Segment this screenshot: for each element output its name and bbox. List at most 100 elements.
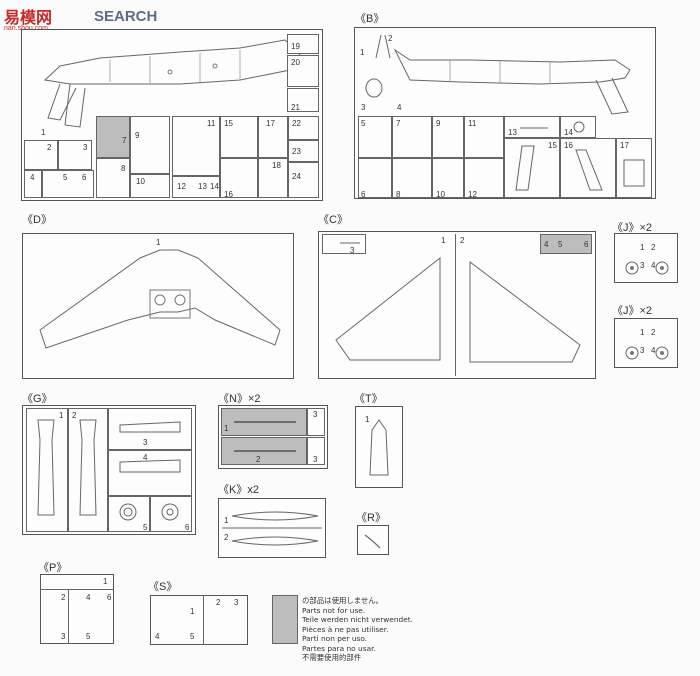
a-cell-18 <box>258 158 288 198</box>
site-logo[interactable]: 易模网 <box>4 4 52 28</box>
b-cell-12 <box>464 158 504 198</box>
c-num-1: 1 <box>441 236 446 245</box>
n-cell-3b <box>307 437 325 465</box>
notice-swatch-gray <box>272 595 298 644</box>
b-num-1: 1 <box>360 48 365 57</box>
c-cell-4-6-gray <box>540 234 592 254</box>
section-d-label: 《D》 <box>22 214 52 226</box>
p-col-divider <box>68 589 69 644</box>
a-cell-20 <box>287 55 319 87</box>
a-cell-8 <box>96 158 130 198</box>
n-cell-3a <box>307 408 325 436</box>
a-num-10: 10 <box>136 177 145 186</box>
b-cell-8 <box>392 158 432 198</box>
a-cell-22 <box>288 116 319 140</box>
sprue-j1-frame <box>614 233 678 283</box>
s-num-5: 5 <box>190 632 195 641</box>
b-num-12: 12 <box>468 190 477 199</box>
c-num-6: 6 <box>584 240 589 249</box>
a-cell-11 <box>172 116 220 176</box>
sprue-d-frame <box>22 233 294 379</box>
a-num-5: 5 <box>63 173 68 182</box>
a-num-19: 19 <box>291 42 300 51</box>
b-cell-7 <box>392 116 432 158</box>
a-cell-24 <box>288 162 319 198</box>
b-cell-6 <box>358 158 392 198</box>
sprue-r-frame <box>357 525 389 555</box>
g-cell-3 <box>108 408 192 450</box>
b-cell-10 <box>432 158 464 198</box>
a-cell-21 <box>287 88 319 112</box>
a-cell-16 <box>220 158 258 198</box>
s-num-2: 2 <box>216 598 221 607</box>
d-num-1: 1 <box>156 238 161 247</box>
a-cell-23 <box>288 140 319 162</box>
a-num-13: 13 <box>198 182 207 191</box>
notice-line-it: Parti non per uso. <box>302 634 368 643</box>
n-num-1: 1 <box>224 424 229 433</box>
section-g-label: 《G》 <box>22 393 53 405</box>
b-num-8: 8 <box>396 190 401 199</box>
sprue-s-frame <box>150 595 248 645</box>
a-num-23: 23 <box>292 147 301 156</box>
j2-num-3: 3 <box>640 346 645 355</box>
n-num-3b: 3 <box>313 455 318 464</box>
a-cell-5-6 <box>42 170 94 198</box>
p-num-6: 6 <box>107 593 112 602</box>
sprue-c-frame <box>318 231 596 379</box>
g-num-5: 5 <box>143 523 148 532</box>
g-cell-2 <box>68 408 108 532</box>
a-num-2: 2 <box>47 143 52 152</box>
s-num-1: 1 <box>190 607 195 616</box>
c-cell-3 <box>322 234 366 254</box>
notice-line-es: Partes para no usar. <box>302 643 376 653</box>
notice-line-fr: Pièces à ne pas utiliser. <box>302 624 389 634</box>
k-num-2: 2 <box>224 533 229 542</box>
section-s-label: 《S》 <box>148 581 178 593</box>
a-num-17: 17 <box>266 119 275 128</box>
section-j2-label: 《J》×2 <box>612 305 653 317</box>
g-cell-1 <box>26 408 68 532</box>
b-num-16: 16 <box>564 141 573 150</box>
c-num-2: 2 <box>460 236 465 245</box>
b-cell-9 <box>432 116 464 158</box>
g-cell-4 <box>108 450 192 496</box>
b-num-9: 9 <box>436 119 441 128</box>
section-b-label: 《B》 <box>355 13 385 25</box>
b-num-10: 10 <box>436 190 445 199</box>
a-num-8: 8 <box>121 164 126 173</box>
a-cell-7-gray <box>96 116 130 158</box>
a-num-22: 22 <box>292 119 301 128</box>
b-num-7: 7 <box>396 119 401 128</box>
sprue-j2-frame <box>614 318 678 368</box>
b-cell-11 <box>464 116 504 158</box>
notice-text: の部品は使用しません。 Parts not for use. Teile wer… <box>302 596 413 663</box>
logo-chinese-text: 易模网 <box>4 8 53 27</box>
section-k-label: 《K》x2 <box>218 484 259 496</box>
logo-search-text: SEARCH <box>94 8 158 25</box>
notice-line-jp: の部品は使用しません。 <box>302 596 384 605</box>
c-num-4: 4 <box>544 240 549 249</box>
a-num-9: 9 <box>135 131 140 140</box>
c-num-3: 3 <box>350 246 355 255</box>
a-cell-4 <box>24 170 42 198</box>
k-num-1: 1 <box>224 516 229 525</box>
p-divider <box>40 589 114 590</box>
b-num-11: 11 <box>468 119 477 128</box>
c-num-5: 5 <box>558 240 563 249</box>
logo-url: nan.shou.com <box>4 25 48 32</box>
a-num-21: 21 <box>291 103 300 112</box>
a-num-3: 3 <box>83 143 88 152</box>
a-num-14: 14 <box>210 182 219 191</box>
g-num-1: 1 <box>59 411 64 420</box>
a-cell-2 <box>24 140 58 170</box>
p-num-3: 3 <box>61 632 66 641</box>
b-cell-16 <box>560 138 616 198</box>
b-num-5: 5 <box>361 119 366 128</box>
